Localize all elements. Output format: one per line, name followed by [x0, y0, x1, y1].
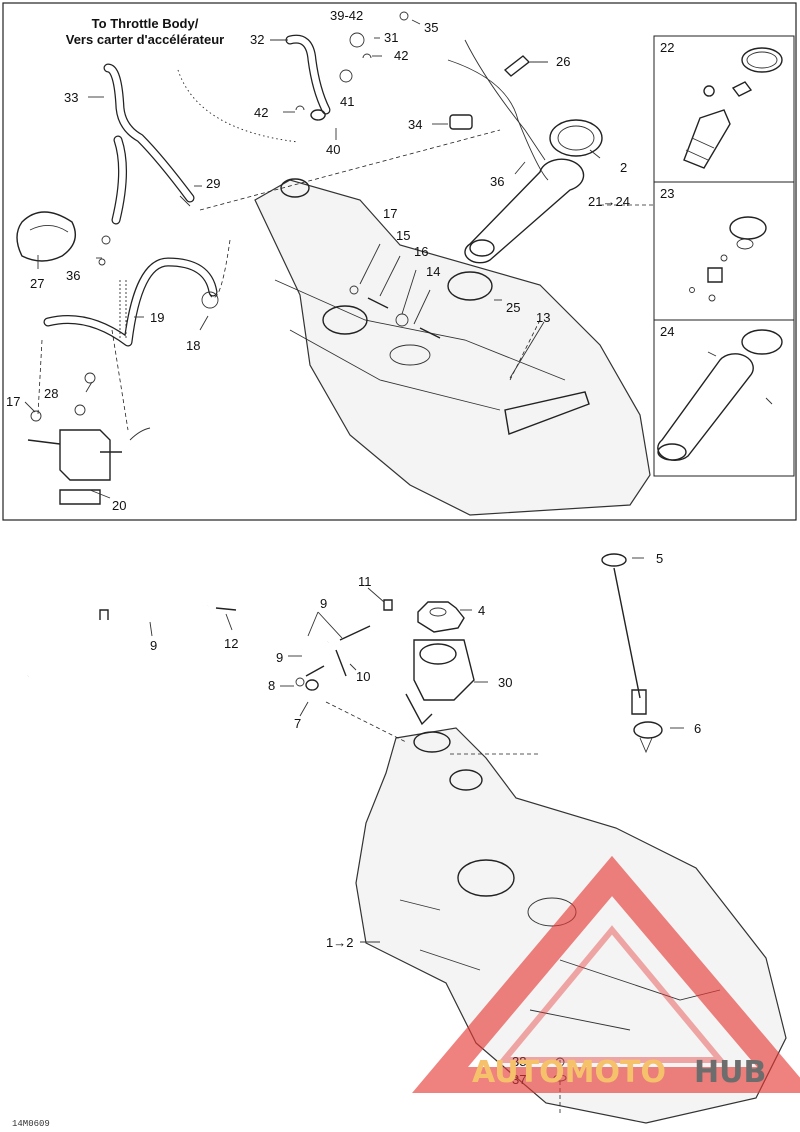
watermark-text-part1: AUTOMOTO — [472, 1055, 666, 1090]
label-17b: 17 — [6, 394, 20, 409]
label-21-24: 21→24 — [588, 194, 630, 209]
seal-25 — [447, 271, 493, 301]
label-38: 38 — [512, 1054, 526, 1069]
label-10: 10 — [356, 669, 370, 684]
label-4: 4 — [478, 603, 485, 618]
label-7: 7 — [294, 716, 301, 731]
sender-24 — [657, 329, 783, 461]
label-17a: 17 — [383, 206, 397, 221]
inset-box-24 — [653, 319, 795, 477]
label-25: 25 — [506, 300, 520, 315]
label-28: 28 — [44, 386, 58, 401]
small-top-parts — [98, 11, 473, 339]
label-18: 18 — [186, 338, 200, 353]
label-34: 34 — [408, 117, 422, 132]
label-40: 40 — [326, 142, 340, 157]
diagram-code: 14M0609 — [12, 1119, 50, 1129]
label-27: 27 — [30, 276, 44, 291]
label-19: 19 — [150, 310, 164, 325]
label-14: 14 — [426, 264, 440, 279]
vent-hose-9 — [26, 599, 393, 691]
label-5: 5 — [656, 551, 663, 566]
leaders-top — [37, 69, 654, 431]
label-8: 8 — [268, 678, 275, 693]
label-39-42: 39-42 — [330, 8, 363, 23]
label-lines-bottom — [149, 557, 684, 943]
label-36a: 36 — [490, 174, 504, 189]
label-lines-top — [24, 19, 601, 499]
label-42b: 42 — [254, 105, 268, 120]
watermark-logo-icon — [412, 855, 800, 1093]
label-2: 2 — [620, 160, 627, 175]
label-9a: 9 — [320, 596, 327, 611]
label-16: 16 — [414, 244, 428, 259]
label-23: 23 — [660, 186, 674, 201]
label-36b: 36 — [66, 268, 80, 283]
hose-19 — [43, 257, 218, 347]
pump-assembly-20 — [27, 372, 151, 505]
grommet-6 — [633, 721, 663, 754]
fuel-tank-top — [254, 178, 651, 516]
label-12: 12 — [224, 636, 238, 651]
label-35: 35 — [424, 20, 438, 35]
inset-box-22 — [653, 35, 795, 183]
label-29: 29 — [206, 176, 220, 191]
inset-box-23 — [653, 181, 795, 321]
pipe-26 — [447, 39, 549, 181]
pump-module-22 — [683, 47, 783, 169]
label-6: 6 — [694, 721, 701, 736]
level-sender-5 — [601, 553, 647, 715]
label-22: 22 — [660, 40, 674, 55]
label-30: 30 — [498, 675, 512, 690]
label-11: 11 — [358, 574, 372, 589]
throttle-note-line1: To Throttle Body/ — [92, 16, 199, 31]
label-26: 26 — [556, 54, 570, 69]
pump-21 — [464, 158, 585, 264]
label-32: 32 — [250, 32, 264, 47]
label-13: 13 — [536, 310, 550, 325]
label-20: 20 — [112, 498, 126, 513]
label-31: 31 — [384, 30, 398, 45]
filter-27 — [16, 211, 76, 262]
hose-33 — [103, 63, 195, 225]
label-15: 15 — [396, 228, 410, 243]
label-42a: 42 — [394, 48, 408, 63]
hose-32 — [285, 34, 331, 115]
top-panel-frame — [2, 2, 797, 521]
watermark-text-part2: HUB — [694, 1055, 766, 1090]
label-9b: 9 — [150, 638, 157, 653]
label-24: 24 — [660, 324, 674, 339]
label-1-2: 1→2 — [326, 935, 353, 950]
throttle-note-line2: Vers carter d'accélérateur — [66, 32, 224, 47]
fuel-cap-4 — [417, 601, 465, 633]
label-33: 33 — [64, 90, 78, 105]
label-41: 41 — [340, 94, 354, 109]
lock-ring-2 — [549, 119, 603, 157]
label-9c: 9 — [276, 650, 283, 665]
seal-kit-23 — [689, 216, 767, 302]
filler-neck-30 — [405, 639, 475, 726]
